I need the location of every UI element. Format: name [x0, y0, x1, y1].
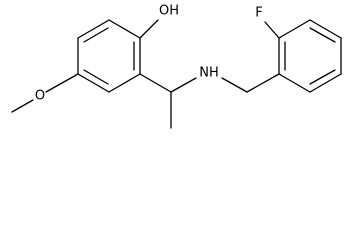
hydroxyl-bond	[139, 19, 159, 39]
nh-to-ch2-bond	[221, 77, 248, 93]
ch-to-nh-bond	[170, 77, 197, 93]
fluorine-bond	[264, 21, 280, 39]
amine-label: NH	[199, 66, 219, 81]
ring-to-ch-bond	[139, 73, 172, 93]
ch2-to-ring-bond	[246, 73, 280, 93]
ring2-bond	[309, 19, 342, 39]
ring1-double-bond	[83, 69, 109, 85]
phenol-ring	[77, 19, 141, 93]
hydroxyl-label: OH	[159, 4, 179, 19]
ring1-double-bond	[83, 27, 109, 43]
ring2-bond	[278, 19, 311, 39]
ring2-bond	[278, 73, 311, 93]
methoxy-oxygen-label: O	[35, 89, 45, 104]
fluorophenyl-ring	[278, 19, 342, 93]
fluorine-label: F	[255, 6, 262, 21]
ring2-double-bond	[309, 69, 336, 85]
ring1-bond	[108, 19, 141, 39]
methoxy-bond	[45, 73, 79, 93]
ring1-bond	[77, 73, 110, 93]
ring1-bond	[108, 73, 141, 93]
ring1-bond	[77, 19, 110, 39]
ring2-double-bond	[309, 27, 336, 43]
chemical-structure: OH O NH F	[11, 4, 342, 129]
methyl-bond	[11, 99, 34, 113]
ring2-bond	[309, 73, 342, 93]
